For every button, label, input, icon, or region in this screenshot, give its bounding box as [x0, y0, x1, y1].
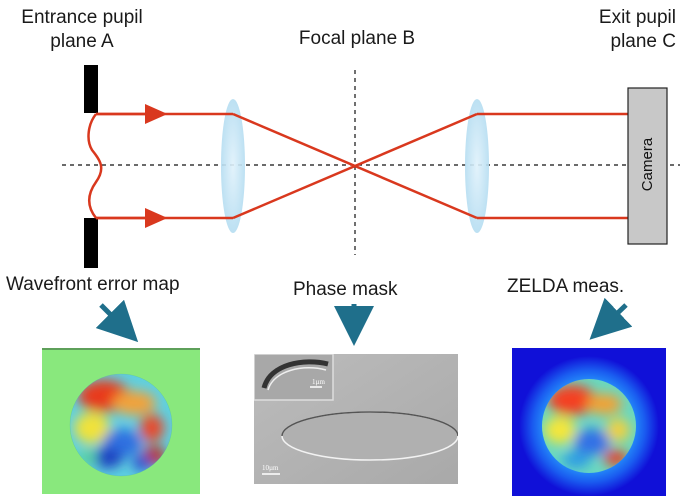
camera-label: Camera	[639, 137, 656, 192]
wavefront-curve	[87, 113, 103, 219]
entrance-pupil-label: Entrance pupil plane A	[8, 6, 156, 54]
wavefront-map-label: Wavefront error map	[6, 274, 180, 295]
camera-box	[627, 87, 668, 245]
inset-scale-label: 1µm	[312, 378, 326, 386]
arrow-zelda	[589, 297, 633, 340]
pupil-stop-bottom	[84, 218, 98, 268]
exit-pupil-line1: Exit pupil	[598, 7, 676, 28]
entrance-pupil-line2: plane A	[50, 31, 114, 52]
wavefront-error-map-image	[42, 348, 200, 494]
zelda-meas-label: ZELDA meas.	[507, 276, 625, 297]
beam-converging-2	[232, 112, 478, 220]
lens-1	[221, 99, 245, 233]
entrance-pupil-line1: Entrance pupil	[21, 7, 143, 28]
zelda-disk	[519, 356, 659, 496]
pupil-stop-top	[84, 65, 98, 113]
phase-mask-image: 1µm 10µm	[254, 354, 458, 484]
main-scale-label: 10µm	[262, 464, 279, 472]
lens-2	[465, 99, 489, 233]
zelda-measurement-image	[512, 348, 666, 496]
phase-mask-micrograph: 1µm 10µm	[254, 354, 458, 484]
arrow-wavefront	[95, 299, 139, 343]
focal-plane-label: Focal plane B	[262, 27, 452, 51]
phase-mask-label: Phase mask	[293, 279, 398, 300]
focal-plane-text: Focal plane B	[298, 28, 416, 49]
wavefront-disk	[42, 348, 200, 477]
exit-pupil-label: Exit pupil plane C	[560, 6, 676, 54]
exit-pupil-line2: plane C	[610, 31, 677, 52]
